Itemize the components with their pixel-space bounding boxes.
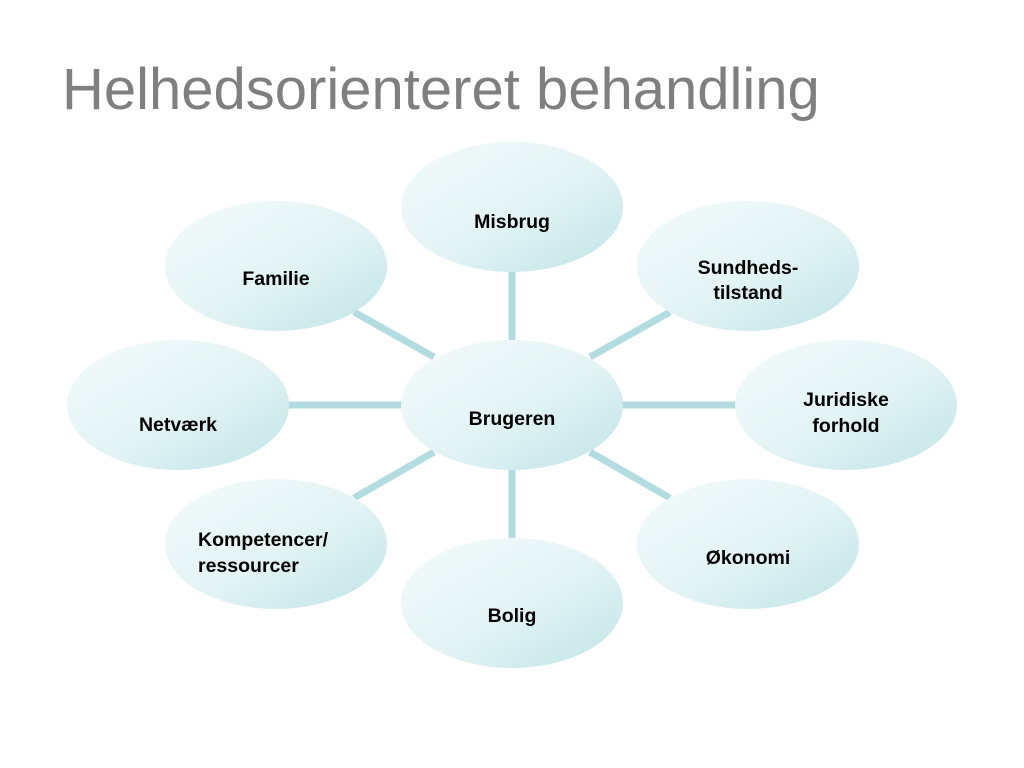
node-juridiske: Juridiske forhold: [735, 340, 957, 470]
node-kompetencer: Kompetencer/ ressourcer: [165, 479, 387, 609]
node-label-kompetencer-line2: ressourcer: [198, 555, 299, 577]
node-shape: [735, 340, 957, 470]
node-label-netvaerk: Netværk: [139, 414, 217, 436]
node-label-center: Brugeren: [469, 408, 556, 430]
node-label-sundhed-line1: Sundheds-: [698, 257, 799, 279]
connector-okonomi: [588, 448, 672, 502]
node-shape: [401, 538, 623, 668]
node-shape: [401, 142, 623, 272]
node-shape: [401, 340, 623, 470]
node-shape: [637, 479, 859, 609]
connector-kompetencer: [352, 448, 436, 502]
node-shape: [165, 201, 387, 331]
node-shape: [67, 340, 289, 470]
node-okonomi: Økonomi: [637, 479, 859, 609]
node-label-kompetencer-line1: Kompetencer/: [198, 529, 329, 551]
node-label-juridiske-line2: forhold: [812, 415, 879, 437]
node-label-misbrug: Misbrug: [474, 211, 550, 233]
slide-title: Helhedsorienteret behandling: [62, 57, 820, 122]
node-center: Brugeren: [401, 340, 623, 470]
node-label-juridiske-line1: Juridiske: [803, 389, 889, 411]
connector-familie: [352, 308, 436, 361]
node-label-sundhed-line2: tilstand: [713, 282, 782, 304]
node-netvaerk: Netværk: [67, 340, 289, 470]
node-shape: [165, 479, 387, 609]
connectors: [288, 272, 736, 538]
connector-sundhed: [588, 308, 672, 361]
node-familie: Familie: [165, 201, 387, 331]
node-misbrug: Misbrug: [401, 142, 623, 272]
node-label-bolig: Bolig: [488, 605, 537, 627]
node-label-familie: Familie: [242, 268, 309, 290]
node-label-okonomi: Økonomi: [706, 547, 791, 569]
node-sundhed: Sundheds- tilstand: [637, 201, 859, 331]
node-shape: [637, 201, 859, 331]
node-bolig: Bolig: [401, 538, 623, 668]
